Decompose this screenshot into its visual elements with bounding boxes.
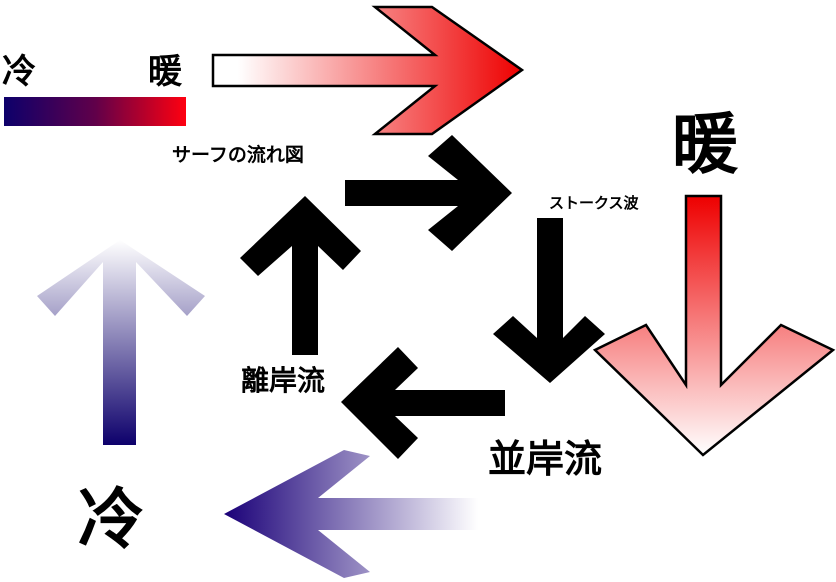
flow-arrow-left: [341, 347, 505, 459]
cold-big-label: 冷: [78, 481, 144, 558]
diagram-title: サーフの流れ図: [172, 144, 304, 166]
warm-arrow-down: [592, 194, 836, 457]
stokes-wave-label: ストークス波: [549, 194, 639, 212]
rip-current-label: 離岸流: [241, 364, 326, 397]
cold-arrow-up: [37, 240, 205, 445]
longshore-current-label: 並岸流: [488, 437, 603, 481]
legend-cold-label: 冷: [2, 52, 36, 92]
flow-arrow-up: [240, 196, 361, 355]
legend-gradient-bar: [4, 97, 186, 126]
legend-warm-label: 暖: [148, 52, 182, 92]
warm-big-label: 暖: [672, 106, 738, 183]
flow-arrow-down: [493, 218, 605, 383]
warm-arrow-right: [211, 5, 525, 136]
cold-arrow-left: [224, 450, 478, 578]
flow-arrow-right: [345, 135, 512, 251]
